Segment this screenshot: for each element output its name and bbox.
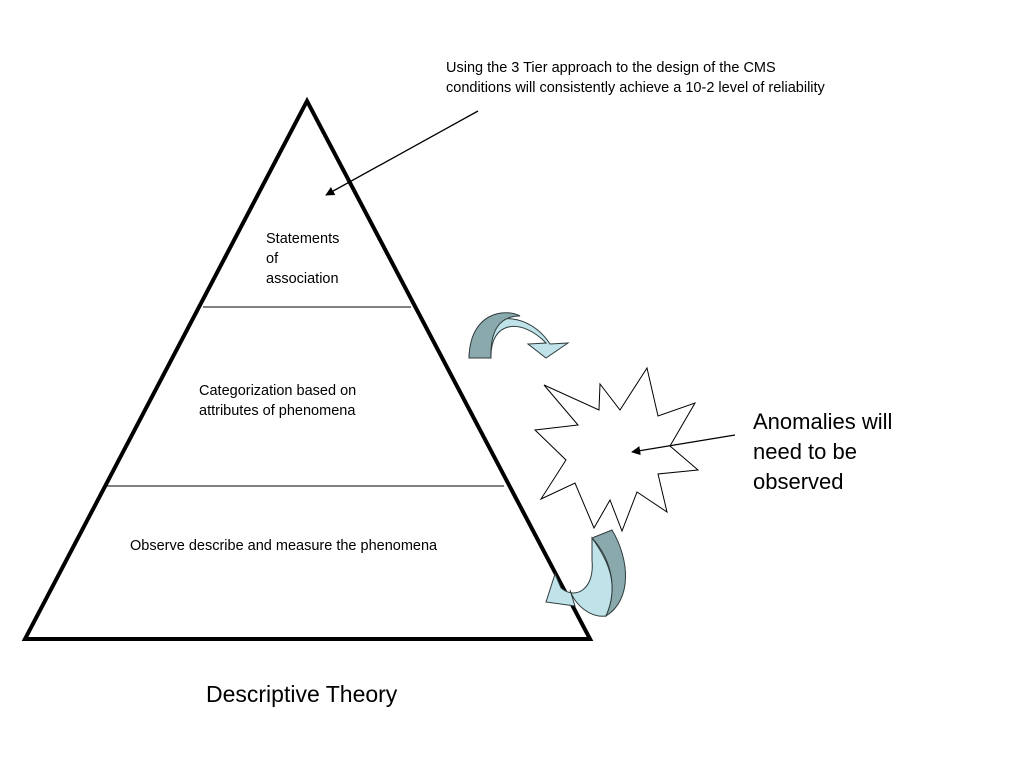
top-note-pointer-arrow (325, 110, 479, 196)
tier-top-label: Statements of association (266, 229, 376, 289)
anomalies-note-line-3: observed (753, 469, 844, 494)
anomalies-note: Anomalies will need to be observed (753, 407, 953, 497)
tier-middle-label-line-1: Categorization based on (199, 383, 357, 399)
tier-middle-label-line-2: attributes of phenomena (199, 403, 356, 419)
pyramid-outline (21, 96, 594, 641)
design-approach-note-line-1: Using the 3 Tier approach to the design … (446, 60, 776, 76)
tier-bottom-label-line-1: Observe describe and measure the phenome… (130, 538, 438, 554)
diagram-caption: Descriptive Theory (206, 681, 398, 707)
anomalies-note-line-2: need to be (753, 439, 857, 464)
anomalies-starburst (533, 366, 700, 533)
curved-arrow-lower (545, 529, 627, 618)
tier-top-label-line-3: association (266, 271, 339, 287)
tier-bottom-label: Observe describe and measure the phenome… (130, 536, 510, 556)
design-approach-note-line-2: conditions will consistently achieve a 1… (446, 80, 825, 96)
tier-top-label-line-2: of (266, 251, 279, 267)
anomalies-pointer-arrow (631, 434, 736, 456)
tier-top-label-line-1: Statements (266, 231, 340, 247)
tier-middle-label: Categorization based on attributes of ph… (199, 381, 399, 421)
anomalies-note-line-1: Anomalies will (753, 409, 893, 434)
curved-arrow-upper (468, 312, 570, 359)
design-approach-note: Using the 3 Tier approach to the design … (446, 58, 916, 98)
